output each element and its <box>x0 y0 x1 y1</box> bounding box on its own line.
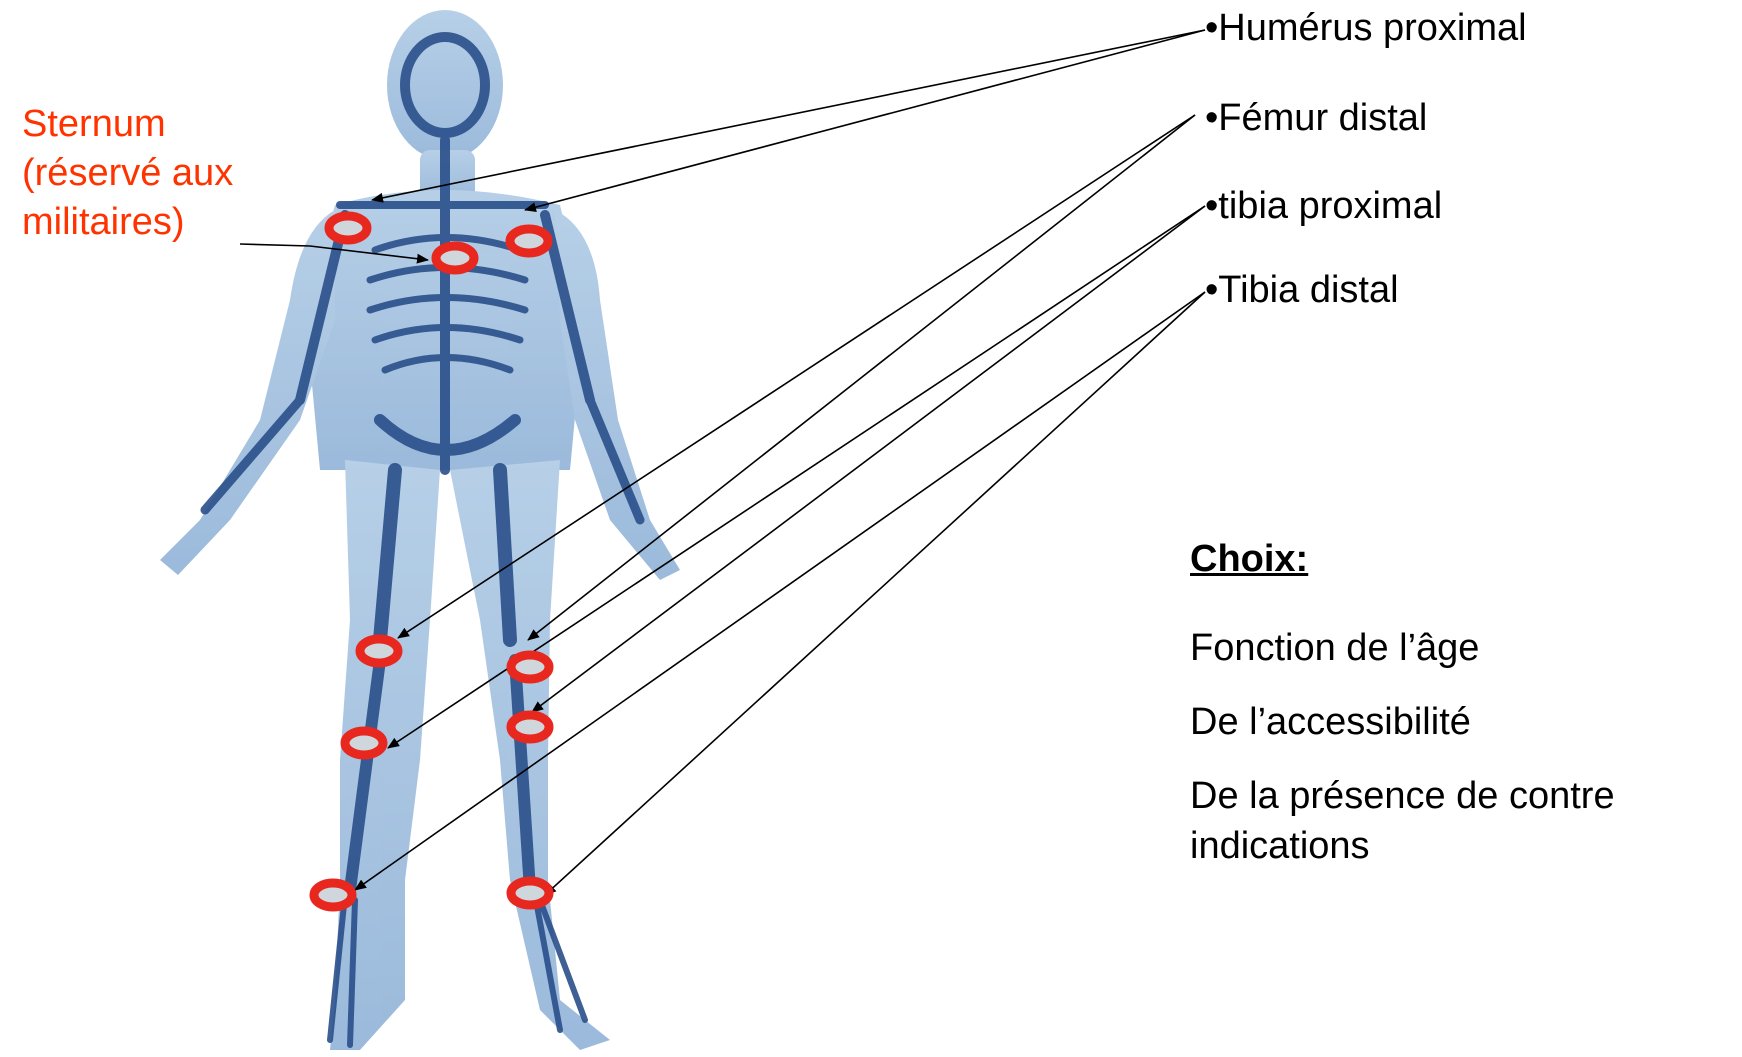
arrow-humerus-right <box>525 30 1205 210</box>
site-marker-femur-left <box>360 639 398 663</box>
sternum-label-line: (réservé aux <box>22 149 233 198</box>
site-marker-tibia-dist-right <box>511 881 549 905</box>
choice-item-text: indications <box>1190 821 1615 871</box>
site-marker-tibia-prox-right <box>511 715 549 739</box>
choice-title: Choix: <box>1190 538 1615 581</box>
site-marker-tibia-dist-left <box>314 883 352 907</box>
site-label-tibia-distal: •Tibia distal <box>1205 268 1399 312</box>
sternum-label-line: militaires) <box>22 198 233 247</box>
choice-item: Fonction de l’âge <box>1190 623 1615 673</box>
site-label-tibia-proximal: •tibia proximal <box>1205 184 1442 228</box>
choice-item: De la présence de contre indications <box>1190 771 1615 871</box>
site-label-humerus-proximal: •Humérus proximal <box>1205 6 1527 50</box>
site-marker-tibia-prox-left <box>345 731 383 755</box>
body-silhouette <box>160 10 680 1050</box>
sternum-label: Sternum (réservé aux militaires) <box>22 100 233 247</box>
choice-item-text: De la présence de contre <box>1190 771 1615 821</box>
choice-block: Choix: Fonction de l’âge De l’accessibil… <box>1190 538 1615 895</box>
choice-item: De l’accessibilité <box>1190 697 1615 747</box>
choice-item-text: De l’accessibilité <box>1190 697 1615 747</box>
arrow-tibia-prox-right <box>532 206 1205 712</box>
arrow-tibia-dist-right <box>545 292 1205 895</box>
site-marker-humerus-right <box>510 229 548 253</box>
site-marker-sternum <box>436 246 474 270</box>
arrow-femur-right <box>528 115 1195 640</box>
choice-item-text: Fonction de l’âge <box>1190 623 1615 673</box>
site-marker-femur-right <box>511 655 549 679</box>
site-label-femur-distal: •Fémur distal <box>1205 96 1427 140</box>
site-marker-humerus-left <box>329 216 367 240</box>
sternum-label-line: Sternum <box>22 100 233 149</box>
